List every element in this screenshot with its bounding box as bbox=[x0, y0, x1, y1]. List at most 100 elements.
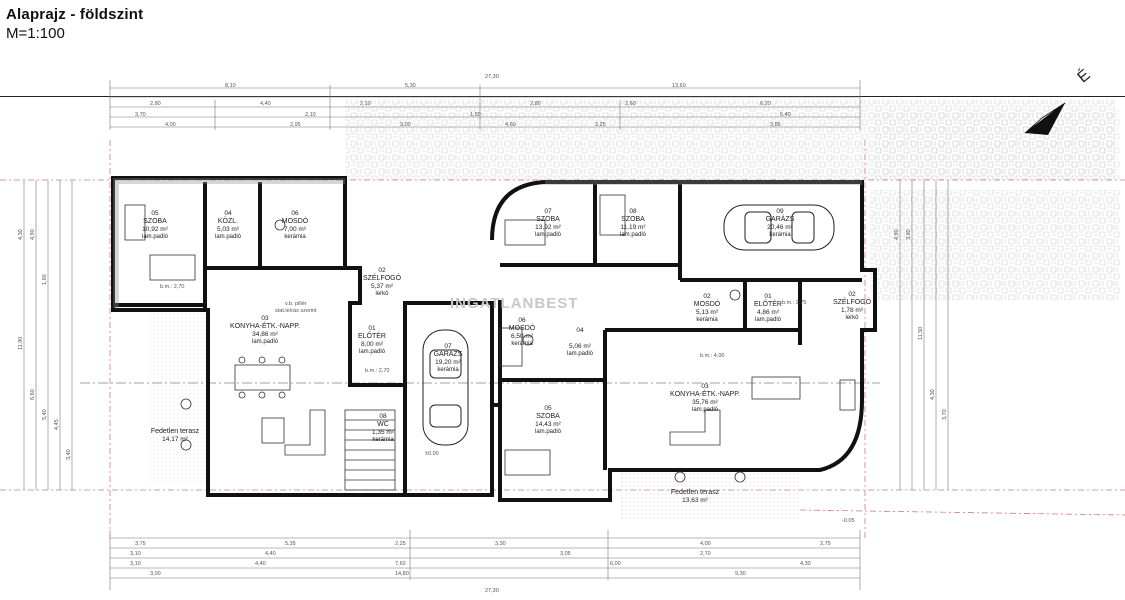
room-name: ELŐTÉR bbox=[754, 299, 782, 308]
room-floor: kerámia bbox=[437, 367, 459, 373]
dimension-lines-sides bbox=[23, 180, 949, 490]
room-area: 5,13 m² bbox=[696, 309, 719, 316]
svg-text:5,40: 5,40 bbox=[780, 112, 791, 118]
svg-text:11,90: 11,90 bbox=[18, 337, 24, 350]
room-area: 10,92 m² bbox=[142, 226, 168, 233]
room-floor: lam.padló bbox=[692, 407, 719, 413]
room-number: 04 bbox=[576, 327, 584, 334]
room-area: 6,50 m² bbox=[511, 333, 534, 340]
room-name: KÖZL. bbox=[218, 217, 238, 225]
room-floor: kerámia bbox=[511, 341, 533, 347]
ceiling-height: b.m.: 2,70 bbox=[365, 368, 389, 374]
svg-text:2,95: 2,95 bbox=[290, 122, 301, 128]
room-name: MOSDÓ bbox=[509, 323, 536, 332]
dimension-labels-top: 27,30 8,10 5,30 13,60 2,80 4,40 2,10 2,8… bbox=[135, 74, 791, 128]
room-floor: lam.padló bbox=[755, 317, 782, 323]
svg-text:2,80: 2,80 bbox=[150, 101, 161, 107]
room-name: Fedetlen terasz bbox=[151, 428, 200, 435]
svg-text:2,80: 2,80 bbox=[530, 101, 541, 107]
dimension-lines-bottom bbox=[109, 530, 861, 590]
svg-text:4,90: 4,90 bbox=[894, 229, 900, 240]
car-icon bbox=[422, 329, 469, 446]
room-floor: lam.padló bbox=[535, 429, 562, 435]
level-mark: ±0.00 bbox=[425, 451, 439, 457]
svg-text:8,10: 8,10 bbox=[225, 83, 236, 89]
svg-text:2,25: 2,25 bbox=[595, 122, 606, 128]
svg-text:3,70: 3,70 bbox=[135, 112, 146, 118]
svg-text:6,00: 6,00 bbox=[610, 561, 621, 567]
svg-text:6,20: 6,20 bbox=[760, 101, 771, 107]
room-name: GARÁZS bbox=[434, 349, 463, 358]
svg-text:2,70: 2,70 bbox=[700, 551, 711, 557]
room-name: MOSDÓ bbox=[694, 299, 721, 308]
room-area: 1,35 m² bbox=[372, 429, 395, 436]
svg-text:4,45: 4,45 bbox=[54, 419, 60, 430]
svg-text:4,40: 4,40 bbox=[255, 561, 266, 567]
dimension-labels-right: 4,90 3,90 11,50 4,30 3,70 bbox=[894, 229, 948, 420]
room-floor: lam.padló bbox=[567, 351, 594, 357]
room-name: ELŐTÉR bbox=[358, 331, 386, 340]
svg-text:4,40: 4,40 bbox=[260, 101, 271, 107]
ceiling-height: b.m.: 2,75 bbox=[782, 300, 806, 306]
drawing-header: Alaprajz - földszint M=1:100 bbox=[6, 6, 143, 42]
room-area: 35,76 m² bbox=[692, 399, 718, 406]
level-mark: -0.05 bbox=[842, 518, 855, 524]
svg-text:3,05: 3,05 bbox=[560, 551, 571, 557]
svg-text:3,10: 3,10 bbox=[130, 561, 141, 567]
svg-text:14,80: 14,80 bbox=[395, 571, 409, 577]
room-area: 20,46 m² bbox=[767, 224, 793, 231]
room-area: 14,17 m² bbox=[162, 436, 188, 443]
ceiling-height: b.m.: 4,00 bbox=[700, 353, 724, 359]
svg-text:3,00: 3,00 bbox=[400, 122, 411, 128]
room-area: 1,78 m² bbox=[841, 307, 864, 314]
dim-total-bottom: 27,30 bbox=[485, 588, 499, 594]
header-divider bbox=[0, 96, 1125, 97]
dimension-labels-bottom: 3,75 5,35 2,25 3,30 4,00 2,75 3,10 4,40 … bbox=[130, 541, 831, 594]
room-number: 03 bbox=[701, 383, 709, 390]
svg-text:4,90: 4,90 bbox=[30, 229, 36, 240]
svg-text:4,30: 4,30 bbox=[800, 561, 811, 567]
svg-text:7,60: 7,60 bbox=[395, 561, 406, 567]
room-name: SZOBA bbox=[621, 216, 645, 223]
room-floor: lam.padló bbox=[620, 232, 647, 238]
room-name: Fedetlen terasz bbox=[671, 489, 720, 496]
staircase bbox=[344, 409, 396, 491]
room-area: 7,00 m² bbox=[284, 226, 307, 233]
room-number: 06 bbox=[291, 210, 299, 217]
room-number: 03 bbox=[261, 315, 269, 322]
dimension-labels-left: 4,30 4,90 1,60 11,90 6,60 5,40 4,45 3,40 bbox=[18, 229, 72, 460]
room-floor: lam.padló bbox=[215, 234, 242, 240]
plan-title: Alaprajz - földszint bbox=[6, 6, 144, 23]
room-floor: kerámia bbox=[696, 317, 718, 323]
paving-areas bbox=[148, 100, 1120, 520]
room-number: 07 bbox=[544, 208, 552, 215]
svg-text:5,30: 5,30 bbox=[405, 83, 416, 89]
room-number: 01 bbox=[764, 293, 772, 300]
svg-text:3,70: 3,70 bbox=[942, 409, 948, 420]
svg-text:9,30: 9,30 bbox=[735, 571, 746, 577]
room-number: 01 bbox=[368, 325, 376, 332]
svg-text:3,90: 3,90 bbox=[906, 229, 912, 240]
room-area: 34,86 m² bbox=[252, 331, 278, 338]
room-area: 5,06 m² bbox=[569, 343, 592, 350]
room-name: WC bbox=[377, 421, 389, 428]
room-area: 5,03 m² bbox=[217, 226, 240, 233]
room-floor: kerámia bbox=[284, 234, 306, 240]
room-area: 5,37 m² bbox=[371, 283, 394, 290]
svg-text:2,25: 2,25 bbox=[395, 541, 406, 547]
room-area: 13,92 m² bbox=[535, 224, 561, 231]
svg-text:1,50: 1,50 bbox=[470, 112, 481, 118]
room-area: 11,19 m² bbox=[620, 224, 646, 231]
svg-text:3,30: 3,30 bbox=[495, 541, 506, 547]
room-number: 04 bbox=[224, 210, 232, 217]
